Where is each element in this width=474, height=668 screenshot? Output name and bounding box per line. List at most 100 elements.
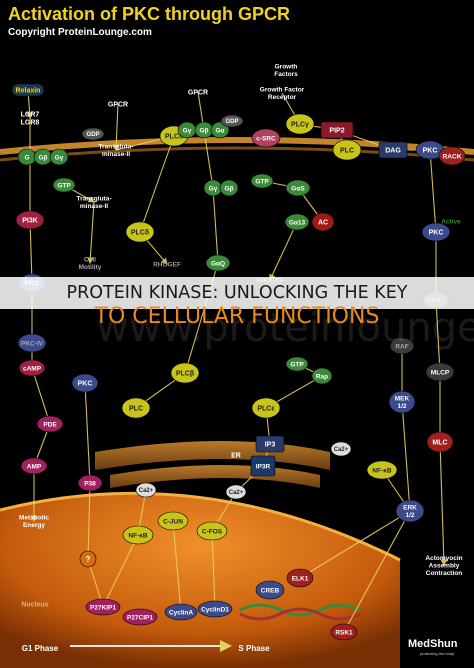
node-g1phase: G1 Phase xyxy=(22,644,59,653)
nucleus-body xyxy=(0,491,401,668)
pathway-nodes: RelaxinLGR7LGR8GPCRGPCRGrowthFactorsGrow… xyxy=(11,64,466,653)
node-label-ca1: Ca2+ xyxy=(334,447,349,453)
node-p38: P38 xyxy=(77,474,103,492)
arrow-mek-to-erk xyxy=(401,401,413,513)
arrow-cpi17-to-mlcp xyxy=(435,299,443,374)
node-a2: Gα xyxy=(210,121,230,139)
node-label-gbeta-mid: Gγ xyxy=(209,185,218,192)
node-label-rack: RACK xyxy=(443,153,462,160)
node-label-p27cip1: P27CIP1 xyxy=(127,614,153,621)
node-label-plcd1: PLCδ xyxy=(165,133,183,140)
node-label-cjun: C-JUN xyxy=(163,518,183,525)
node-g1: G xyxy=(17,148,37,166)
banner-line-2: TO CELLULAR FUNCTIONS xyxy=(94,304,380,329)
node-active: Active xyxy=(441,218,461,225)
node-label-p27kip1: P27KIP1 xyxy=(90,604,116,611)
node-ip3: IP3 xyxy=(255,435,285,453)
node-cfos: C-FOS xyxy=(196,521,228,541)
node-gpcr2: GPCR xyxy=(188,89,208,96)
node-pip2: PIP2 xyxy=(320,121,354,139)
node-label-metabolic: Energy xyxy=(23,522,45,529)
arrow-pkc_mid-to-p38 xyxy=(84,382,94,485)
node-label-plcd2: PLCδ xyxy=(131,229,149,236)
node-label-relaxin: Relaxin xyxy=(16,87,41,94)
node-nfkb-top: NF-κB xyxy=(366,460,398,480)
node-b2: Gβ xyxy=(194,121,214,139)
node-label-pi3k: PI3K xyxy=(22,217,38,224)
node-label-g2: Gγ xyxy=(183,127,192,134)
node-y1: Gγ xyxy=(49,148,69,166)
node-pi3k: PI3K xyxy=(15,210,45,230)
node-label-pkc-top: PKC xyxy=(423,147,438,154)
node-label-erk: ERK xyxy=(403,505,417,512)
node-label-nfkb-top: NF-κB xyxy=(372,467,391,474)
watermark-text: www.proteinlounge.com xyxy=(96,305,474,351)
node-mlc: MLC xyxy=(426,431,454,453)
arrow-pi3k-to-pkc_left xyxy=(28,219,36,285)
arrow-plcd1-to-plcd2 xyxy=(138,135,175,234)
node-label-pip2: PIP2 xyxy=(329,127,344,134)
arrow-cfos-to-cyclind1 xyxy=(211,530,219,611)
endoplasmic-reticulum xyxy=(95,441,330,488)
node-plcd2: PLCδ xyxy=(125,221,155,243)
node-label-a2: Gα xyxy=(215,127,224,134)
node-gtp3: GTP xyxy=(285,356,309,372)
node-label-active: Active xyxy=(441,218,461,225)
node-g2: Gγ xyxy=(177,121,197,139)
node-label-transglut1: minase-II xyxy=(102,151,130,158)
node-label-gf-receptor: Receptor xyxy=(268,94,297,101)
node-label-pkc-iv: PKC-IV xyxy=(21,340,44,347)
node-qmark: ? xyxy=(79,550,97,568)
node-label-gdp1: GDP xyxy=(86,132,99,138)
node-rhogef: RHOGEF xyxy=(153,261,181,268)
node-label-gas: GαS xyxy=(291,185,305,192)
node-label-b1: Gβ xyxy=(38,154,47,161)
node-label-plce: PLCε xyxy=(257,405,275,412)
medshun-tagline: protecting the body xyxy=(420,651,455,656)
arrow-erk-to-elk1 xyxy=(299,510,411,579)
node-label-erk: 1/2 xyxy=(405,512,414,519)
node-plcg: PLCγ xyxy=(285,113,315,135)
node-label-cfos: C-FOS xyxy=(202,528,223,535)
node-transglut1: Transgluta-minase-II xyxy=(98,144,133,159)
node-label-gbeta-mid2: Gβ xyxy=(224,185,233,192)
node-label-amp: AMP xyxy=(27,463,42,470)
node-label-nfkb: NF-κB xyxy=(128,532,147,539)
node-gas: GαS xyxy=(285,179,311,197)
node-mlcp: MLCP xyxy=(425,362,455,382)
node-label-nucleus: Nucleus xyxy=(21,601,48,608)
node-label-gpcr2: GPCR xyxy=(188,89,208,96)
node-nfkb: NF-κB xyxy=(122,525,154,545)
arrow-mlc-to-actomyosin xyxy=(439,441,448,567)
node-cyclind1: CyclinD1 xyxy=(197,600,233,618)
node-gbeta-mid: Gγ xyxy=(203,179,223,197)
node-label-gtp1: GTP xyxy=(57,182,71,189)
node-label-gf-receptor: Growth Factor xyxy=(260,87,305,94)
node-label-transglut2: minase-II xyxy=(80,203,108,210)
dna-strand xyxy=(239,603,361,621)
arrow-erk-to-rsk1 xyxy=(343,510,411,633)
node-label-plc-mid: PLC xyxy=(340,147,354,154)
arrow-nfkb-to-p27kip1 xyxy=(102,534,139,608)
node-label-mek: 1/2 xyxy=(397,403,406,410)
node-p27cip1: P27CIP1 xyxy=(122,608,158,626)
node-cyclina: CyclinA xyxy=(164,603,198,621)
node-pde: PDE xyxy=(36,415,64,433)
node-label-actomyosin: Assembly xyxy=(429,562,460,569)
node-label-rap: Rap xyxy=(316,373,328,380)
node-label-mlc: MLC xyxy=(432,439,447,446)
node-label-gtp3: GTP xyxy=(290,361,304,368)
node-gtp2: GTP xyxy=(250,173,274,189)
node-label-transglut1: Transgluta- xyxy=(98,144,133,151)
node-plc-mid: PLC xyxy=(332,139,362,161)
node-er: ER xyxy=(231,452,241,459)
node-plc-left: PLC xyxy=(121,397,151,419)
arrow-p38-to-qmark xyxy=(84,482,92,561)
node-nucleus: Nucleus xyxy=(21,601,48,608)
arrow-gbeta_mid-to-gq xyxy=(212,187,221,265)
node-label-er: ER xyxy=(231,452,241,459)
